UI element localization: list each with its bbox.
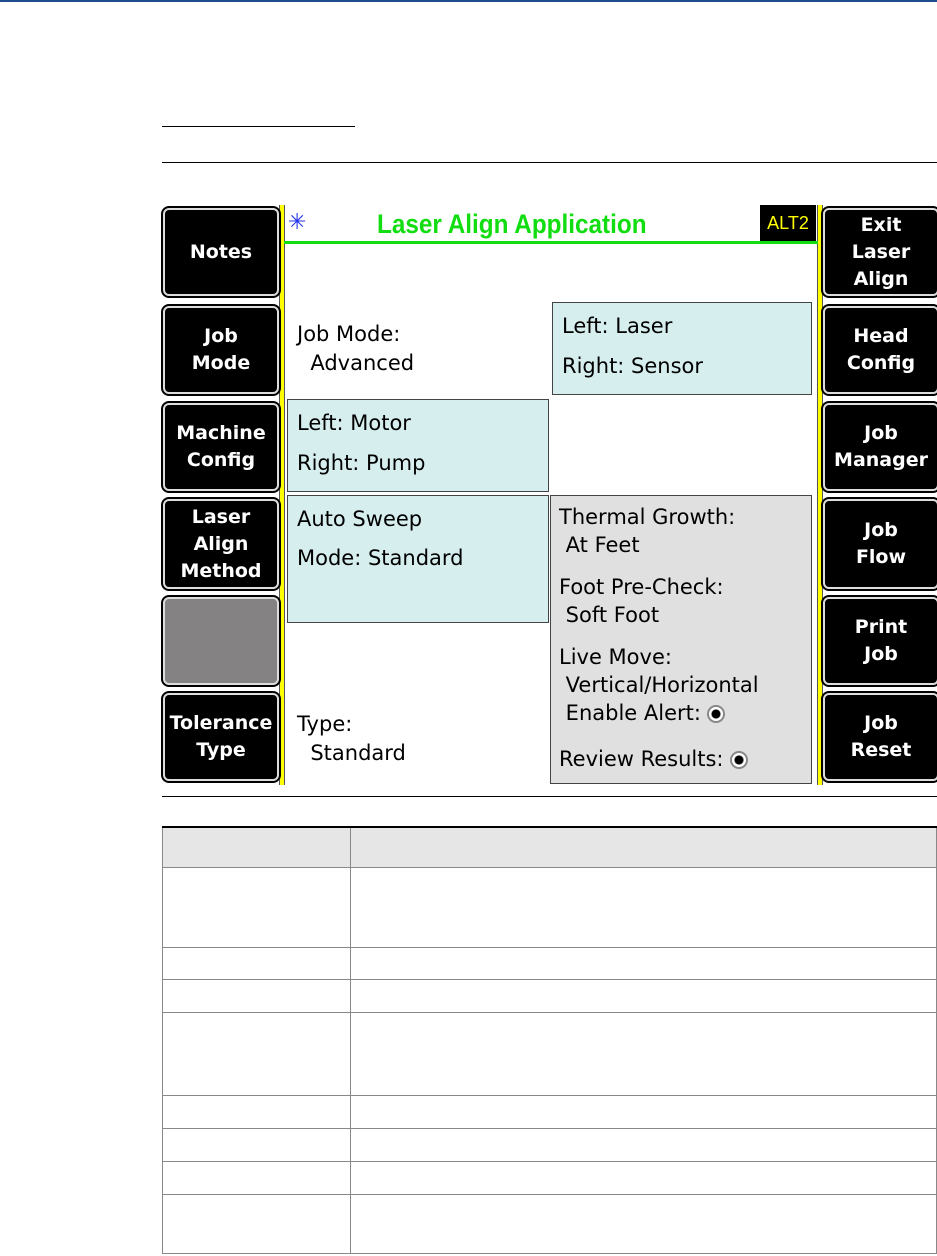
review-results-row: Review Results: [559, 745, 748, 773]
method-line2: Mode: Standard [297, 546, 464, 570]
review-results-radio-icon[interactable] [729, 751, 748, 769]
align-method-box[interactable]: Auto Sweep Mode: Standard [287, 495, 549, 623]
table-row [162, 1012, 937, 1096]
table-cell [162, 1161, 351, 1195]
table-cell [162, 1012, 351, 1096]
title-underline [284, 241, 818, 244]
header-cell [162, 826, 351, 868]
machine-config-box[interactable]: Left: Motor Right: Pump [287, 399, 549, 492]
table-cell [350, 1194, 937, 1254]
figure-bottom-rule [162, 796, 937, 797]
figure-top-rule [162, 162, 937, 163]
thermal-growth: Thermal Growth: At Feet [559, 505, 736, 557]
method-line1: Auto Sweep [297, 507, 423, 531]
table-row [162, 1161, 937, 1195]
description-table [162, 826, 937, 1254]
table-cell [162, 947, 351, 980]
screen-title: Laser Align Application [377, 209, 647, 239]
laser-align-screen: Notes Job Mode Machine Config Laser Alig… [162, 205, 937, 785]
notes-button[interactable]: Notes [163, 208, 279, 296]
tolerance-type-button[interactable]: Tolerance Type [163, 693, 279, 781]
print-job-button[interactable]: Print Job [823, 597, 937, 685]
blank-softkey [163, 597, 279, 685]
table-row [162, 947, 937, 980]
table-row [162, 867, 937, 948]
head-config-button[interactable]: Head Config [823, 306, 937, 394]
table-cell [350, 1161, 937, 1195]
left-key-strip [279, 205, 285, 785]
table-row [162, 1095, 937, 1129]
exit-laser-align-button[interactable]: Exit Laser Align [823, 208, 937, 296]
section-underline [162, 126, 355, 127]
table-cell [162, 979, 351, 1013]
table-cell [162, 1194, 351, 1254]
job-flow-options-box[interactable]: Thermal Growth: At Feet Foot Pre-Check: … [550, 495, 812, 784]
alt-mode-badge: ALT2 [760, 205, 816, 242]
table-cell [162, 867, 351, 948]
review-results-label: Review Results: [559, 747, 724, 771]
laser-icon: ✳ [288, 210, 307, 235]
job-manager-button[interactable]: Job Manager [823, 403, 937, 491]
head-config-box[interactable]: Left: Laser Right: Sensor [552, 302, 812, 395]
job-mode-button[interactable]: Job Mode [163, 306, 279, 394]
right-head: Right: Sensor [562, 354, 704, 378]
left-head: Left: Laser [562, 314, 673, 338]
right-key-strip [817, 205, 823, 785]
table-cell [162, 1095, 351, 1129]
machine-config-button[interactable]: Machine Config [163, 403, 279, 491]
laser-align-method-button[interactable]: Laser Align Method [163, 499, 279, 589]
table-cell [350, 979, 937, 1013]
header-cell [350, 826, 937, 868]
table-row [162, 979, 937, 1013]
table-cell [350, 867, 937, 948]
left-machine: Left: Motor [297, 411, 411, 435]
enable-alert-label: Enable Alert: [559, 701, 701, 725]
table-cell [350, 1012, 937, 1096]
live-move: Live Move: Vertical/Horizontal [559, 645, 759, 697]
table-cell [350, 1128, 937, 1162]
job-reset-button[interactable]: Job Reset [823, 693, 937, 781]
header-rule [0, 0, 937, 2]
foot-pre-check: Foot Pre-Check: Soft Foot [559, 575, 724, 627]
table-cell [162, 1128, 351, 1162]
table-cell [350, 1095, 937, 1129]
tolerance-type-value: Type: Standard [297, 712, 406, 765]
table-cell [350, 947, 937, 980]
table-header [162, 826, 937, 868]
table-row [162, 1194, 937, 1254]
table-row [162, 1128, 937, 1162]
right-machine: Right: Pump [297, 451, 426, 475]
job-mode-value: Job Mode: Advanced [297, 322, 415, 375]
enable-alert-row: Enable Alert: [559, 699, 725, 727]
job-flow-button[interactable]: Job Flow [823, 499, 937, 589]
enable-alert-radio-icon[interactable] [706, 705, 725, 723]
